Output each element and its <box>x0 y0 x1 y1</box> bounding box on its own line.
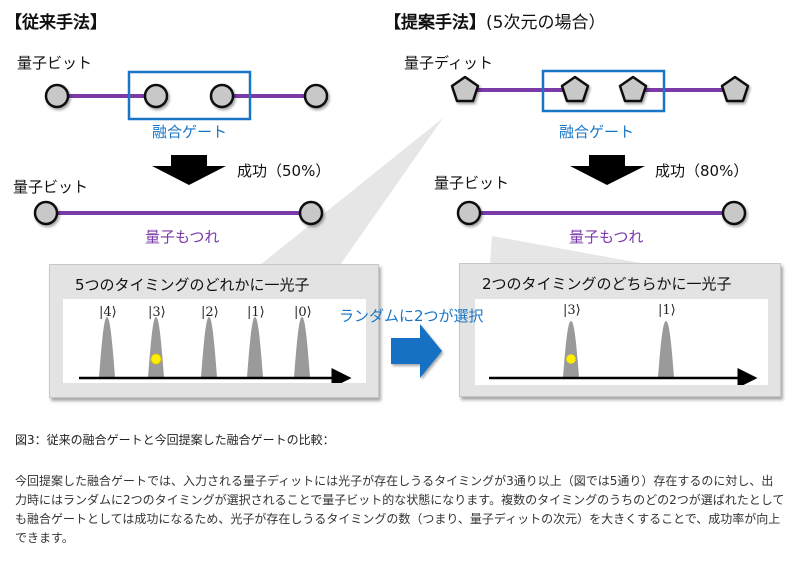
timing-pulse <box>201 317 217 377</box>
qubit-node <box>456 200 482 226</box>
success-label-left: 成功（50%） <box>237 162 331 180</box>
transition-arrow <box>391 324 442 378</box>
down-arrow-right <box>570 155 645 185</box>
timing-pulse <box>99 317 115 377</box>
gate-label-left: 融合ゲート <box>152 123 228 141</box>
fusion-gate-box-left <box>127 70 252 121</box>
entangle-label-left: 量子もつれ <box>145 228 220 246</box>
output-label-left: 量子ビット <box>13 178 89 196</box>
qudit-node <box>618 75 648 103</box>
qubit-node <box>721 200 747 226</box>
qudit-node <box>450 75 480 103</box>
ket-label: |3⟩ <box>563 303 581 318</box>
timing-pulse <box>563 321 579 377</box>
success-label-right: 成功（80%） <box>655 162 749 180</box>
heading-proposed: 【提案手法】(5次元の場合） <box>384 8 605 33</box>
qubit-node <box>209 83 235 109</box>
ket-label: |1⟩ <box>658 303 676 318</box>
gate-label-right: 融合ゲート <box>559 123 635 141</box>
input-label-left: 量子ビット <box>17 54 93 72</box>
timing-pulse <box>247 317 263 377</box>
timing-pulse <box>658 321 674 377</box>
ket-label: |4⟩ <box>99 305 117 320</box>
qubit-node <box>303 83 329 109</box>
transition-label: ランダムに2つが選択 <box>339 307 484 325</box>
photon-icon <box>150 353 162 365</box>
qubit-node <box>33 200 59 226</box>
panel-title-left: 5つのタイミングのどれかに一光子 <box>75 276 310 294</box>
timing-pulse <box>294 317 310 377</box>
photon-icon <box>565 353 577 365</box>
panel-title-right: 2つのタイミングのどちらかに一光子 <box>482 275 732 293</box>
qudit-node <box>720 75 750 103</box>
timing-pulse <box>148 317 164 377</box>
heading-proposed-main: 【提案手法】 <box>384 13 486 33</box>
figure-caption-title: 図3：従来の融合ゲートと今回提案した融合ゲートの比較： <box>15 433 335 447</box>
panel-plot-right: |3⟩ |1⟩ <box>475 299 768 385</box>
timing-panel-right: 2つのタイミングのどちらかに一光子 |3⟩ |1⟩ <box>459 263 781 397</box>
fusion-gate-box-right <box>541 69 666 113</box>
callout-pointer-right <box>490 236 640 263</box>
qubit-node <box>298 200 324 226</box>
timing-plot-left <box>79 317 352 383</box>
input-label-right: 量子ディット <box>404 54 493 72</box>
ket-label: |2⟩ <box>201 305 219 320</box>
ket-label: |0⟩ <box>294 305 312 320</box>
heading-proposed-note: (5次元の場合） <box>486 13 606 33</box>
down-arrow-left <box>152 155 226 185</box>
entangle-label-right: 量子もつれ <box>569 228 644 246</box>
ket-label: |1⟩ <box>247 305 265 320</box>
qubit-node <box>143 83 169 109</box>
figure-caption-body: 今回提案した融合ゲートでは、入力される量子ディットには光子が存在しうるタイミング… <box>15 474 785 545</box>
callout-pointer-left <box>260 118 443 265</box>
timing-panel-left: 5つのタイミングのどれかに一光子 |4⟩ |3⟩ |2⟩ |1⟩ |0⟩ <box>49 264 379 398</box>
heading-conventional: 【従来手法】 <box>5 13 107 33</box>
output-label-right: 量子ビット <box>434 174 510 192</box>
ket-label: |3⟩ <box>148 305 166 320</box>
panel-plot-left: |4⟩ |3⟩ |2⟩ |1⟩ |0⟩ <box>63 299 366 383</box>
qubit-node <box>44 83 70 109</box>
timing-plot-right <box>489 321 758 385</box>
qudit-node <box>560 75 590 103</box>
